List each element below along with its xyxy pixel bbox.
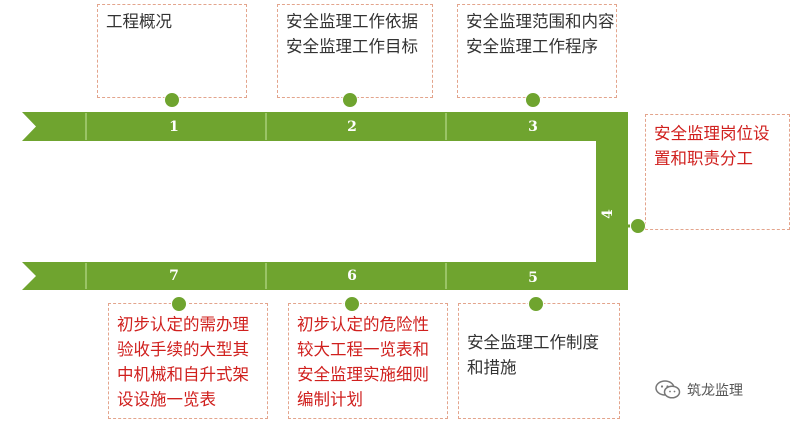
step-7-dot	[171, 296, 187, 312]
step-7-line: 验收手续的大型其	[117, 340, 249, 359]
step-3-dot	[525, 92, 541, 108]
step-number-3: 3	[528, 119, 538, 135]
step-card-4: 安全监理岗位设 置和职责分工	[645, 114, 790, 230]
step-5-line: 安全监理工作制度	[467, 333, 599, 352]
step-7-line: 初步认定的需办理	[117, 315, 249, 334]
step-5-line: 和措施	[467, 358, 517, 377]
step-6-dot	[344, 296, 360, 312]
step-card-6: 初步认定的危险性 较大工程一览表和 安全监理实施细则 编制计划	[288, 303, 448, 419]
step-1-line: 工程概况	[106, 12, 172, 31]
step-card-7: 初步认定的需办理 验收手续的大型其 中机械和自升式架 设设施一览表	[108, 303, 268, 419]
step-card-2: 安全监理工作依据 安全监理工作目标	[277, 4, 433, 98]
watermark: 筑龙监理	[655, 380, 743, 400]
step-number-2: 2	[347, 119, 357, 135]
wechat-icon	[655, 380, 681, 399]
step-card-1: 工程概况	[97, 4, 247, 98]
step-card-5: 安全监理工作制度 和措施	[458, 303, 620, 419]
right-track-bar	[596, 112, 628, 290]
step-number-1: 1	[169, 119, 179, 135]
step-6-line: 安全监理实施细则	[297, 365, 429, 384]
step-4-line: 置和职责分工	[654, 149, 753, 168]
step-7-line: 中机械和自升式架	[117, 365, 249, 384]
step-6-line: 编制计划	[297, 390, 363, 409]
step-3-line: 安全监理工作程序	[466, 37, 598, 56]
step-6-line: 较大工程一览表和	[297, 340, 429, 359]
step-number-7: 7	[169, 268, 179, 284]
step-2-line: 安全监理工作目标	[286, 37, 418, 56]
watermark-text: 筑龙监理	[687, 383, 743, 399]
step-4-line: 安全监理岗位设	[654, 124, 770, 143]
bottom-track-bar	[22, 262, 628, 290]
step-6-line: 初步认定的危险性	[297, 315, 429, 334]
step-2-dot	[342, 92, 358, 108]
step-1-dot	[164, 92, 180, 108]
step-7-line: 设设施一览表	[117, 390, 216, 409]
step-number-5: 5	[528, 270, 538, 286]
step-number-4: 4	[600, 209, 616, 219]
step-4-dot	[630, 218, 646, 234]
step-5-dot	[528, 296, 544, 312]
step-2-line: 安全监理工作依据	[286, 12, 418, 31]
step-number-6: 6	[347, 268, 357, 284]
top-track-bar	[22, 112, 612, 141]
step-3-line: 安全监理范围和内容	[466, 12, 615, 31]
step-card-3: 安全监理范围和内容 安全监理工作程序	[457, 4, 617, 98]
